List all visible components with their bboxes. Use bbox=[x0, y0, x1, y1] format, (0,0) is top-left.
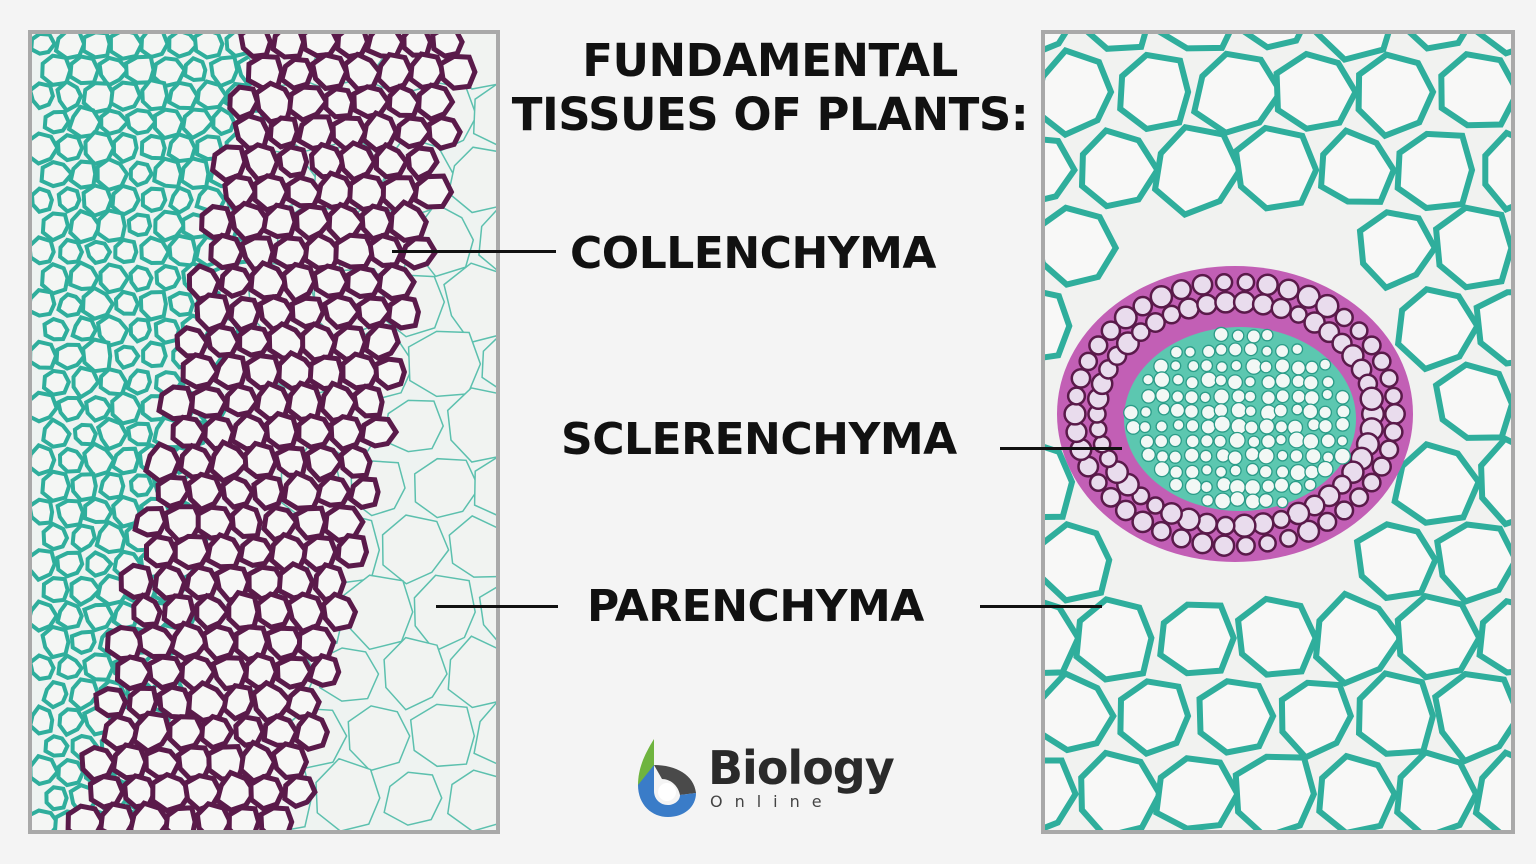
logo-wordmark: Biology bbox=[708, 741, 895, 795]
biology-online-logo: Biology Online bbox=[634, 735, 914, 820]
title-line-2: TISSUES OF PLANTS: bbox=[511, 88, 1029, 141]
leader-line-collenchyma bbox=[392, 250, 556, 253]
biology-online-logo-icon bbox=[638, 739, 696, 817]
page-title: FUNDAMENTAL TISSUES OF PLANTS: bbox=[500, 34, 1040, 142]
sclerenchyma-micrograph-image bbox=[1045, 34, 1511, 830]
label-sclerenchyma: SCLERENCHYMA bbox=[561, 414, 957, 465]
leader-line-parenchyma-left bbox=[436, 605, 558, 608]
leader-line-sclerenchyma bbox=[1000, 447, 1122, 450]
logo-subtitle: Online bbox=[710, 792, 834, 811]
collenchyma-micrograph-image bbox=[32, 34, 496, 830]
micrograph-sclerenchyma bbox=[1041, 30, 1515, 834]
micrograph-collenchyma bbox=[28, 30, 500, 834]
label-parenchyma: PARENCHYMA bbox=[587, 581, 924, 632]
title-line-1: FUNDAMENTAL bbox=[582, 34, 958, 87]
leader-line-parenchyma-right bbox=[980, 605, 1102, 608]
label-collenchyma: COLLENCHYMA bbox=[570, 228, 936, 279]
